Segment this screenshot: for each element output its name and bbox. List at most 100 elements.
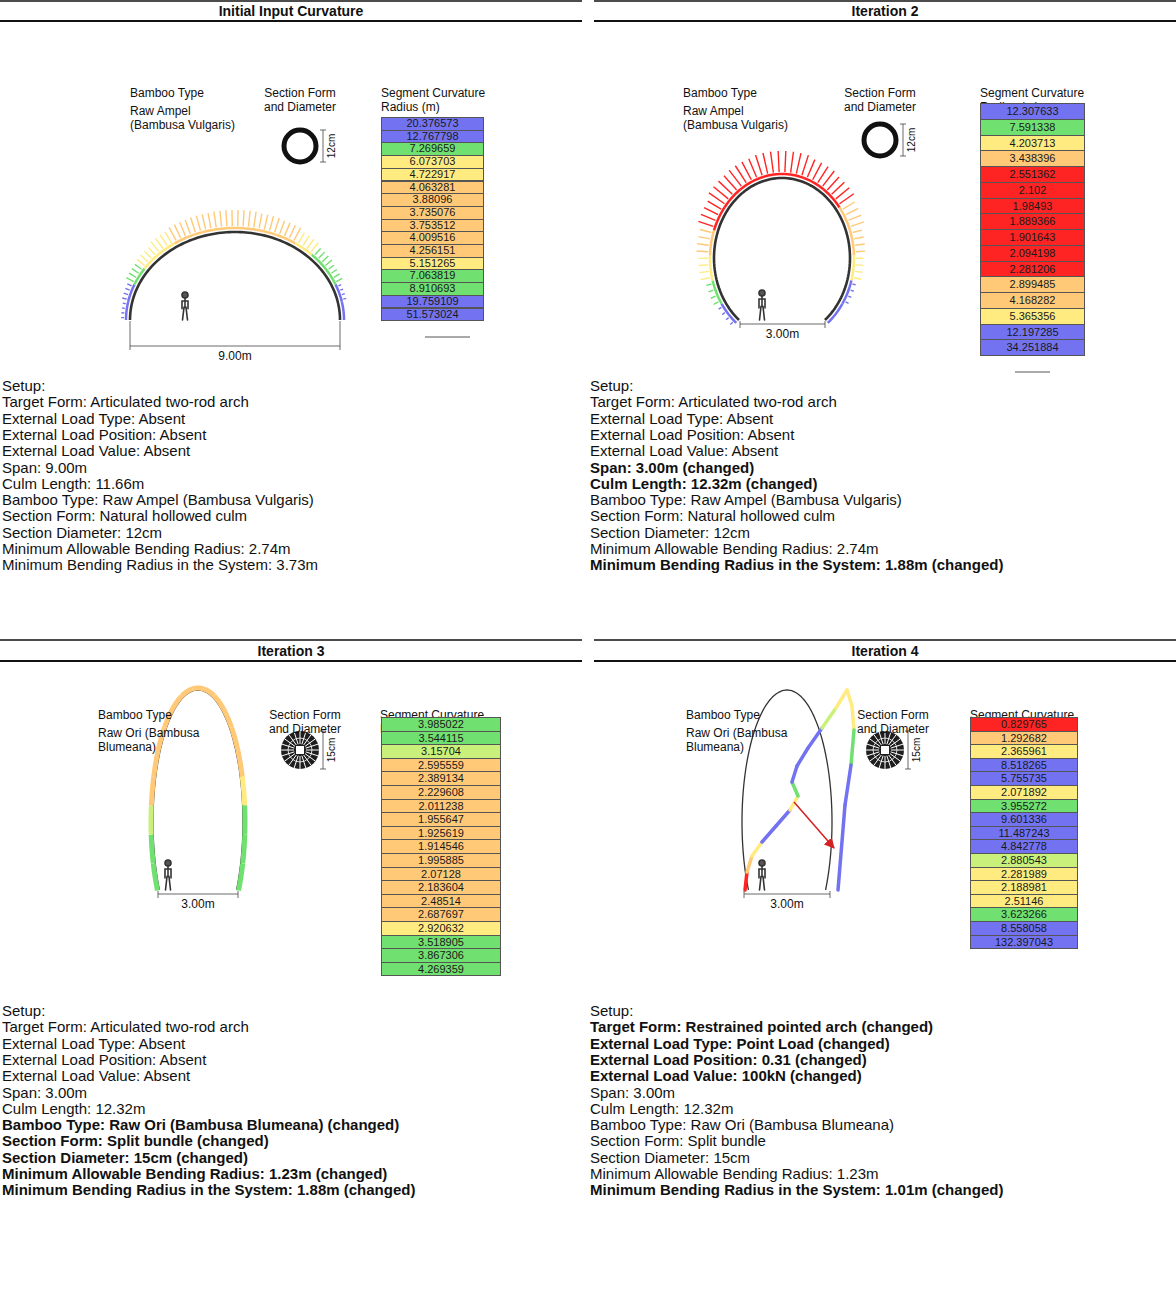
curvature-cell: 2.188981 xyxy=(970,880,1078,895)
curvature-tick xyxy=(144,251,151,258)
deformed-arch xyxy=(851,730,854,765)
curvature-tick xyxy=(807,160,814,178)
curvature-value: 4.009516 xyxy=(410,231,456,243)
curvature-tick xyxy=(121,312,124,314)
setup-line: Minimum Bending Radius in the System: 3.… xyxy=(2,556,318,573)
curvature-tick xyxy=(856,264,863,266)
curvature-tick xyxy=(855,271,862,273)
diameter-dimension: 12cm xyxy=(326,134,337,158)
curvature-tick xyxy=(846,302,849,303)
curvature-cell: 2.880543 xyxy=(970,853,1078,868)
curvature-band xyxy=(149,805,154,834)
curvature-cell: 1.925619 xyxy=(381,826,501,841)
curvature-cell: 8.910693 xyxy=(381,282,484,296)
curvature-tick xyxy=(855,244,865,245)
span-dimension: 3.00m xyxy=(766,327,799,341)
curvature-cell: 2.551362 xyxy=(980,166,1085,183)
curvature-band xyxy=(231,727,237,750)
bamboo-type-heading: Bamboo Type xyxy=(98,708,172,722)
panel-heading-band: Iteration 3 xyxy=(0,642,582,659)
label-box: External Load Value: Absent xyxy=(2,442,582,459)
curvature-value: 2.880543 xyxy=(1001,854,1047,866)
curvature-cell: 2.183604 xyxy=(381,880,501,895)
deformed-arch xyxy=(745,872,747,890)
section-heading: Section Form and Diameter xyxy=(264,86,336,114)
label-box: Raw Ori (Bambusa Blumeana) xyxy=(98,726,218,754)
setup-heading: Setup: xyxy=(2,377,45,394)
curvature-tick xyxy=(169,227,176,240)
curvature-cell: 2.011238 xyxy=(381,799,501,814)
label-box: External Load Type: Absent xyxy=(2,410,582,427)
deformed-arch xyxy=(838,805,845,890)
label-box: Section Form and Diameter xyxy=(835,86,925,114)
curvature-tick xyxy=(141,255,148,262)
curvature-value: 1.98493 xyxy=(1013,200,1053,212)
curvature-value: 0.829765 xyxy=(1001,718,1047,730)
label-box: 12cm xyxy=(326,126,340,166)
label-box: External Load Type: Absent xyxy=(2,1035,582,1052)
curvature-tick xyxy=(338,285,341,286)
setup-line: Minimum Allowable Bending Radius: 2.74m xyxy=(590,540,878,557)
scale-bar xyxy=(1015,372,1050,373)
label-box: Section Form: Split bundle (changed) xyxy=(2,1132,582,1149)
curvature-cell: 2.281989 xyxy=(970,867,1078,882)
curvature-tick xyxy=(336,278,342,281)
curvature-tick xyxy=(280,221,285,234)
curvature-cell: 7.269659 xyxy=(381,142,484,156)
curvature-value: 8.910693 xyxy=(410,282,456,294)
setup-line: External Load Type: Absent xyxy=(590,410,773,427)
curvature-tick xyxy=(122,298,127,299)
label-box: 9.00m xyxy=(200,349,270,363)
curvature-value: 20.376573 xyxy=(407,117,459,129)
curvature-tick xyxy=(237,210,239,226)
curvature-cell: 19.759109 xyxy=(381,295,484,309)
curvature-value: 2.48514 xyxy=(421,895,461,907)
setup-heading: Setup: xyxy=(2,1002,45,1019)
curvature-value: 3.735076 xyxy=(410,206,456,218)
setup-line: Target Form: Articulated two-rod arch xyxy=(2,393,249,410)
arch-illustration xyxy=(121,130,470,350)
setup-line: External Load Value: Absent xyxy=(590,442,778,459)
setup-line: External Load Value: 100kN (changed) xyxy=(590,1067,862,1084)
curvature-cell: 3.623266 xyxy=(970,907,1078,922)
curvature-value: 51.573024 xyxy=(407,308,459,320)
curvature-cell: 8.518265 xyxy=(970,758,1078,773)
curvature-cell: 12.307633 xyxy=(980,103,1085,120)
label-box: Target Form: Articulated two-rod arch xyxy=(2,393,582,410)
curvature-tick xyxy=(220,211,222,227)
curvature-cell: 3.753512 xyxy=(381,219,484,233)
curvature-tick xyxy=(848,296,851,297)
setup-line: External Load Type: Point Load (changed) xyxy=(590,1035,890,1052)
setup-line: Minimum Bending Radius in the System: 1.… xyxy=(590,1181,1003,1198)
panel-title: Iteration 2 xyxy=(852,3,919,19)
label-box: Span: 9.00m xyxy=(2,459,582,476)
bamboo-type-name: Raw Ampel (Bambusa Vulgaris) xyxy=(683,104,788,132)
curvature-tick xyxy=(174,225,180,238)
label-box: Section Diameter: 15cm (changed) xyxy=(2,1149,582,1166)
curvature-value: 1.292682 xyxy=(1001,732,1047,744)
curvature-tick xyxy=(303,236,309,246)
curvature-cell: 1.889366 xyxy=(980,213,1085,230)
curvature-value: 3.867306 xyxy=(418,949,464,961)
curvature-cell: 0.829765 xyxy=(970,717,1078,732)
curvature-tick xyxy=(784,151,786,172)
label-box: Target Form: Articulated two-rod arch xyxy=(590,393,1170,410)
diameter-dimension: 12cm xyxy=(906,128,917,152)
curvature-value: 3.955272 xyxy=(1001,800,1047,812)
setup-line: External Load Position: 0.31 (changed) xyxy=(590,1051,867,1068)
curvature-band xyxy=(194,230,214,235)
curvature-cell: 4.009516 xyxy=(381,231,484,245)
curvature-tick xyxy=(700,230,711,233)
label-box: Bamboo Type: Raw Ori (Bambusa Blumeana) … xyxy=(2,1116,582,1133)
label-box: Minimum Bending Radius in the System: 1.… xyxy=(2,1181,582,1198)
curvature-cell: 3.544115 xyxy=(381,731,501,746)
setup-line: Target Form: Articulated two-rod arch xyxy=(590,393,837,410)
setup-line: External Load Value: Absent xyxy=(2,1067,190,1084)
curvature-tick xyxy=(242,210,244,226)
deformed-arch xyxy=(762,826,776,842)
curvature-band xyxy=(192,686,203,692)
curvature-tick xyxy=(846,208,858,214)
curvature-value: 8.518265 xyxy=(1001,759,1047,771)
curvature-tick xyxy=(270,216,274,230)
curvature-tick xyxy=(264,215,267,230)
